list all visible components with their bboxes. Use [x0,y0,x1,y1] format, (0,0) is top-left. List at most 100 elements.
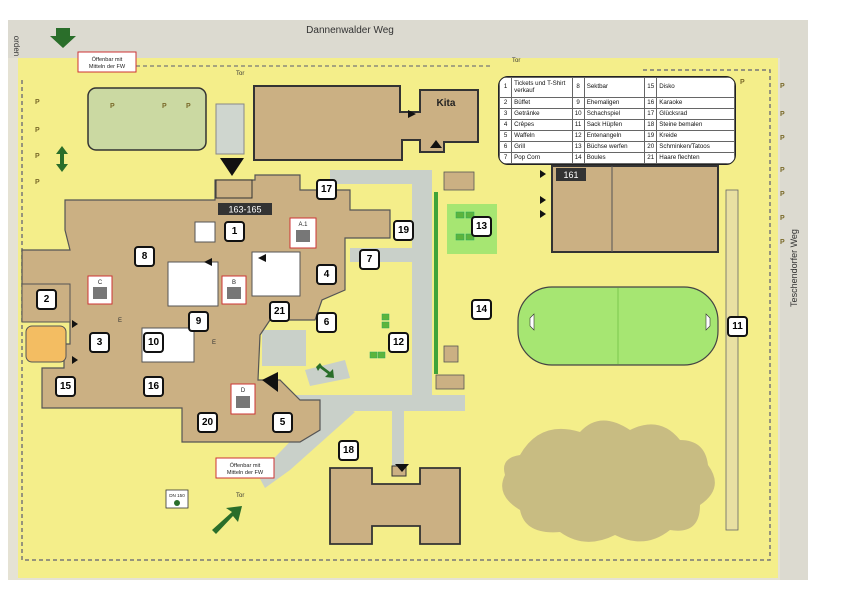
ramp-double-arrow-icon [316,363,334,378]
station-marker-16: 16 [143,376,164,397]
kiosk-north [443,171,475,191]
parking-letter: P [780,135,785,142]
legend-label: Schminken/Tatoos [656,141,735,154]
south-entry-arrow-icon [212,506,242,534]
table-12c [369,351,378,359]
legend-label: Entenangeln [583,130,646,143]
section-label-e2: E [212,340,216,346]
east-building-label: 161 [563,170,578,180]
legend-number: 6 [499,141,513,154]
sports-field-nw [87,87,207,151]
station-marker-12: 12 [388,332,409,353]
east-building-label-bg [556,168,586,181]
north-gate-label-bg [77,51,137,73]
tor-label-3: Tor [236,493,244,499]
station-marker-5: 5 [272,412,293,433]
legend-number: 2 [499,97,513,110]
entrance-markers [72,110,546,472]
legend-label: Büchse werfen [583,141,646,154]
legend-label: Getränke [511,108,573,121]
parking-letter: P [162,103,167,110]
parking-letter: P [780,191,785,198]
table-13b [465,211,475,219]
orange-room [25,325,67,363]
pool-area [215,103,245,155]
parking-letter: P [110,103,115,110]
running-track [725,189,739,531]
tree-area [502,420,715,542]
courtyard-a [194,221,216,243]
section-label-e1: E [118,318,122,324]
legend-label: Sack Hüpfen [583,119,646,132]
main-building-label-bg [218,203,272,215]
north-entry-arrow-icon [50,28,76,48]
legend-number: 8 [571,77,585,99]
street-east [780,20,808,580]
stair-label-d: D [241,388,246,394]
legend-number: 16 [644,97,658,110]
parking-letter: P [740,79,745,86]
legend-label: Boules [583,152,646,164]
path-center [412,170,432,410]
station-marker-20: 20 [197,412,218,433]
legend-label: Ehemaligen [583,97,646,110]
gas-marker-box [165,489,189,509]
path-diagonal [258,400,355,488]
tor-label-2: Tor [512,58,520,64]
courtyard-b [167,261,219,307]
main-building-label: 163-165 [228,205,261,215]
legend-label: Tickets und T-Shirt verkauf [511,77,573,99]
parking-letter: P [35,127,40,134]
north-building [253,85,479,161]
street-teschendorfer-weg: Teschendorfer Weg [789,229,799,307]
station-marker-7: 7 [359,249,380,270]
parking-letter: P [35,99,40,106]
station-marker-8: 8 [134,246,155,267]
legend-number: 5 [499,130,513,143]
legend-number: 20 [644,141,658,154]
stairwell-markers: A.1 B C D [87,217,317,415]
legend-label: Kreide [656,130,735,143]
legend-number: 7 [499,152,513,164]
legend-number: 10 [571,108,585,121]
soccer-goal-right [705,313,711,331]
station-marker-15: 15 [55,376,76,397]
legend-number: 15 [644,77,658,99]
station-marker-13: 13 [471,216,492,237]
station-marker-21: 21 [269,301,290,322]
street-north [8,20,808,58]
station-marker-1: 1 [224,221,245,242]
station-marker-3: 3 [89,332,110,353]
station-marker-17: 17 [316,179,337,200]
legend-label: Büffet [511,97,573,110]
street-dannenwalder-weg: Dannenwalder Weg [306,25,394,36]
legend-number: 12 [571,130,585,143]
path-down [392,395,404,467]
legend-number: 14 [571,152,585,164]
legend-label: Disko [656,77,735,99]
street-west-partial: orden [12,36,21,56]
legend-label: Sektbar [583,77,646,99]
legend-number: 13 [571,141,585,154]
legend-number: 3 [499,108,513,121]
legend-number: 11 [571,119,585,132]
legend-label: Glücksrad [656,108,735,121]
legend-label: Schachspiel [583,108,646,121]
table-12b [381,321,390,329]
station-marker-6: 6 [316,312,337,333]
station-marker-4: 4 [316,264,337,285]
path-north [330,170,430,184]
legend-label: Pop Corn [511,152,573,164]
tor-label-1: Tor [236,71,244,77]
gas-marker-label: DN 150 [169,493,185,498]
parking-letter: P [35,179,40,186]
kiosk-middle [443,345,459,363]
parking-letter: P [186,103,191,110]
